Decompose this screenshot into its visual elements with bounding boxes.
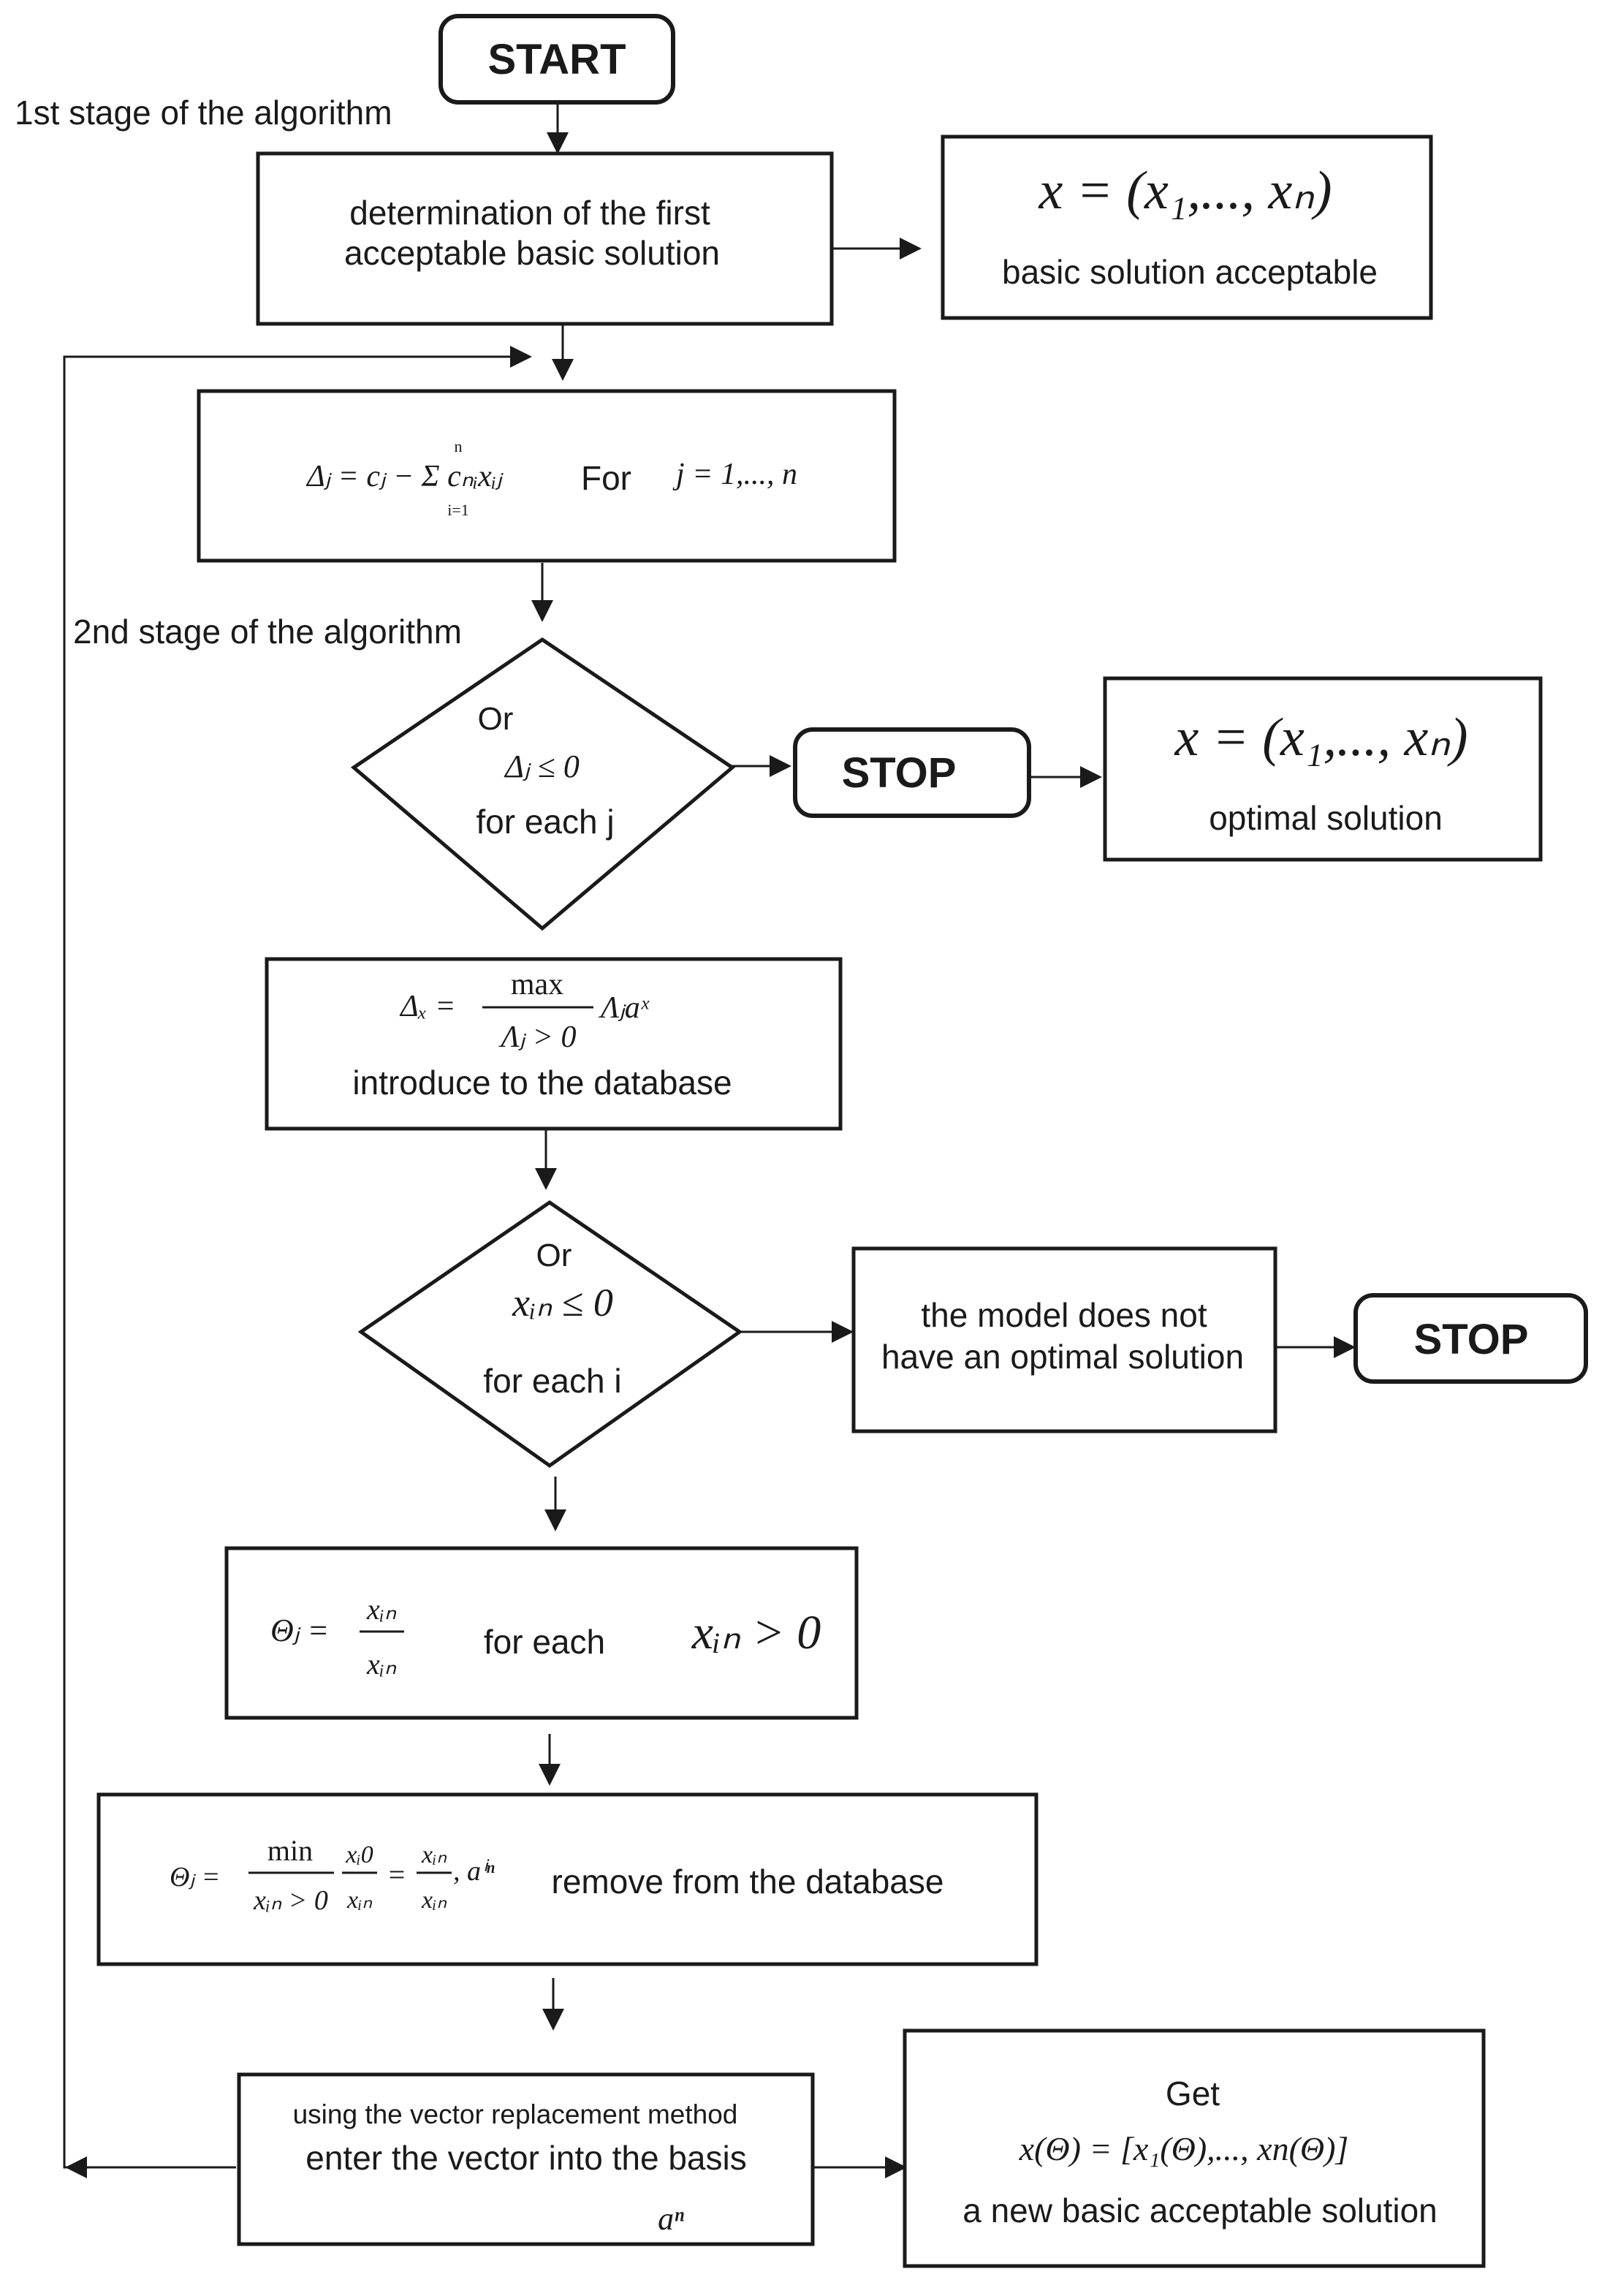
for-each-j-label: for each j (476, 803, 614, 841)
optimal-formula: x = (x₁,..., xₙ) (1174, 708, 1468, 768)
sum-top: n (455, 437, 463, 455)
get-label: Get (1166, 2075, 1220, 2113)
for-each-label: for each (484, 1623, 605, 1661)
delta-formula: Δⱼ = cⱼ − Σ cₙᵢxᵢⱼ (305, 460, 504, 493)
j-range: j = 1,..., n (672, 458, 797, 491)
sum-bottom: i=1 (447, 501, 469, 519)
deltax-max: max (511, 968, 563, 1001)
start-label: START (487, 36, 626, 83)
xin-gt0: xᵢₙ > 0 (691, 1606, 821, 1659)
theta-den: xᵢₙ (366, 1648, 397, 1681)
introduce-label: introduce to the database (352, 1064, 732, 1102)
frac1-num: xᵢ0 (345, 1841, 373, 1868)
delta-cond: Δⱼ ≤ 0 (504, 749, 580, 784)
for-label: For (581, 459, 631, 497)
diamond-2: Or xᵢₙ ≤ 0 for each i (357, 1200, 743, 1469)
stop-label-2: STOP (1414, 1316, 1529, 1363)
vector-replace-box: using the vector replacement method ente… (237, 2072, 815, 2246)
vector-replace-line2: enter the vector into the basis (305, 2139, 746, 2177)
deltax-lambda-cond: Λⱼ > 0 (498, 1020, 576, 1054)
thetamin-cond: xᵢₙ > 0 (253, 1885, 328, 1916)
stop-terminal-1: STOP (793, 727, 1031, 818)
new-basic-label: a new basic acceptable solution (962, 2191, 1438, 2229)
thetamin-min: min (267, 1834, 313, 1867)
vector-replace-line1: using the vector replacement method (293, 2099, 738, 2129)
a-n: aⁿ (658, 2201, 684, 2237)
theta-num: xᵢₙ (366, 1593, 397, 1626)
basic-solution-box: x = (x₁,..., xₙ) basic solution acceptab… (941, 134, 1433, 320)
determination-box: determination of the first acceptable ba… (256, 151, 834, 326)
stop-label-1: STOP (842, 749, 957, 797)
optimal-solution-box: x = (x₁,..., xₙ) optimal solution (1103, 676, 1543, 862)
thetamin-lhs: Θⱼ = (170, 1862, 220, 1893)
basic-formula: x = (x₁,..., xₙ) (1038, 161, 1332, 221)
stop-terminal-2: STOP (1353, 1293, 1588, 1384)
frac-equals: = (389, 1858, 406, 1891)
x-theta-formula: x(Θ) = [x₁(Θ),..., xn(Θ)] (1019, 2130, 1349, 2167)
delta-box: Δⱼ = cⱼ − Σ cₙᵢxᵢⱼ n i=1 For j = 1,..., … (197, 389, 897, 563)
frac1-den: xᵢₙ (346, 1887, 372, 1914)
or-label-1: Or (478, 701, 514, 737)
frac2-num: xᵢₙ (421, 1841, 447, 1868)
basic-acceptable-label: basic solution acceptable (1002, 253, 1378, 291)
theta-box: Θⱼ = xᵢₙ xᵢₙ for each xᵢₙ > 0 (224, 1546, 859, 1720)
frac2-den: xᵢₙ (421, 1887, 447, 1914)
xin-cond: xᵢₙ ≤ 0 (512, 1281, 613, 1325)
deltax-lambda-a: Λⱼaˣ (598, 991, 650, 1025)
deltax-box: Δₓ = max Λⱼ > 0 Λⱼaˣ introduce to the da… (265, 957, 843, 1131)
new-basic-box: Get x(Θ) = [x₁(Θ),..., xn(Θ)] a new basi… (903, 2028, 1486, 2268)
start-terminal: START (438, 14, 675, 105)
theta-min-box: Θⱼ = min xᵢₙ > 0 xᵢ0 xᵢₙ = xᵢₙ xᵢₙ , aⁱⁿ… (96, 1792, 1038, 1966)
connectors (63, 102, 1356, 2178)
determination-line2: acceptable basic solution (344, 234, 720, 272)
stage1-label: 1st stage of the algorithm (15, 94, 392, 132)
for-each-i-label: for each i (483, 1362, 621, 1400)
theta-lhs: Θⱼ = (270, 1613, 329, 1648)
determination-line1: determination of the first (349, 194, 710, 232)
optimal-solution-label: optimal solution (1209, 799, 1443, 837)
diamond-1: Or Δⱼ ≤ 0 for each j (350, 637, 736, 931)
no-optimal-line1: the model does not (921, 1296, 1207, 1334)
stage2-label: 2nd stage of the algorithm (73, 613, 462, 651)
remove-label: remove from the database (552, 1863, 944, 1901)
no-optimal-box: the model does not have an optimal solut… (851, 1246, 1277, 1433)
or-label-2: Or (536, 1238, 572, 1273)
a-in: , aⁱⁿ (453, 1856, 495, 1887)
no-optimal-line2: have an optimal solution (881, 1338, 1244, 1376)
deltax-lhs: Δₓ = (399, 990, 455, 1023)
